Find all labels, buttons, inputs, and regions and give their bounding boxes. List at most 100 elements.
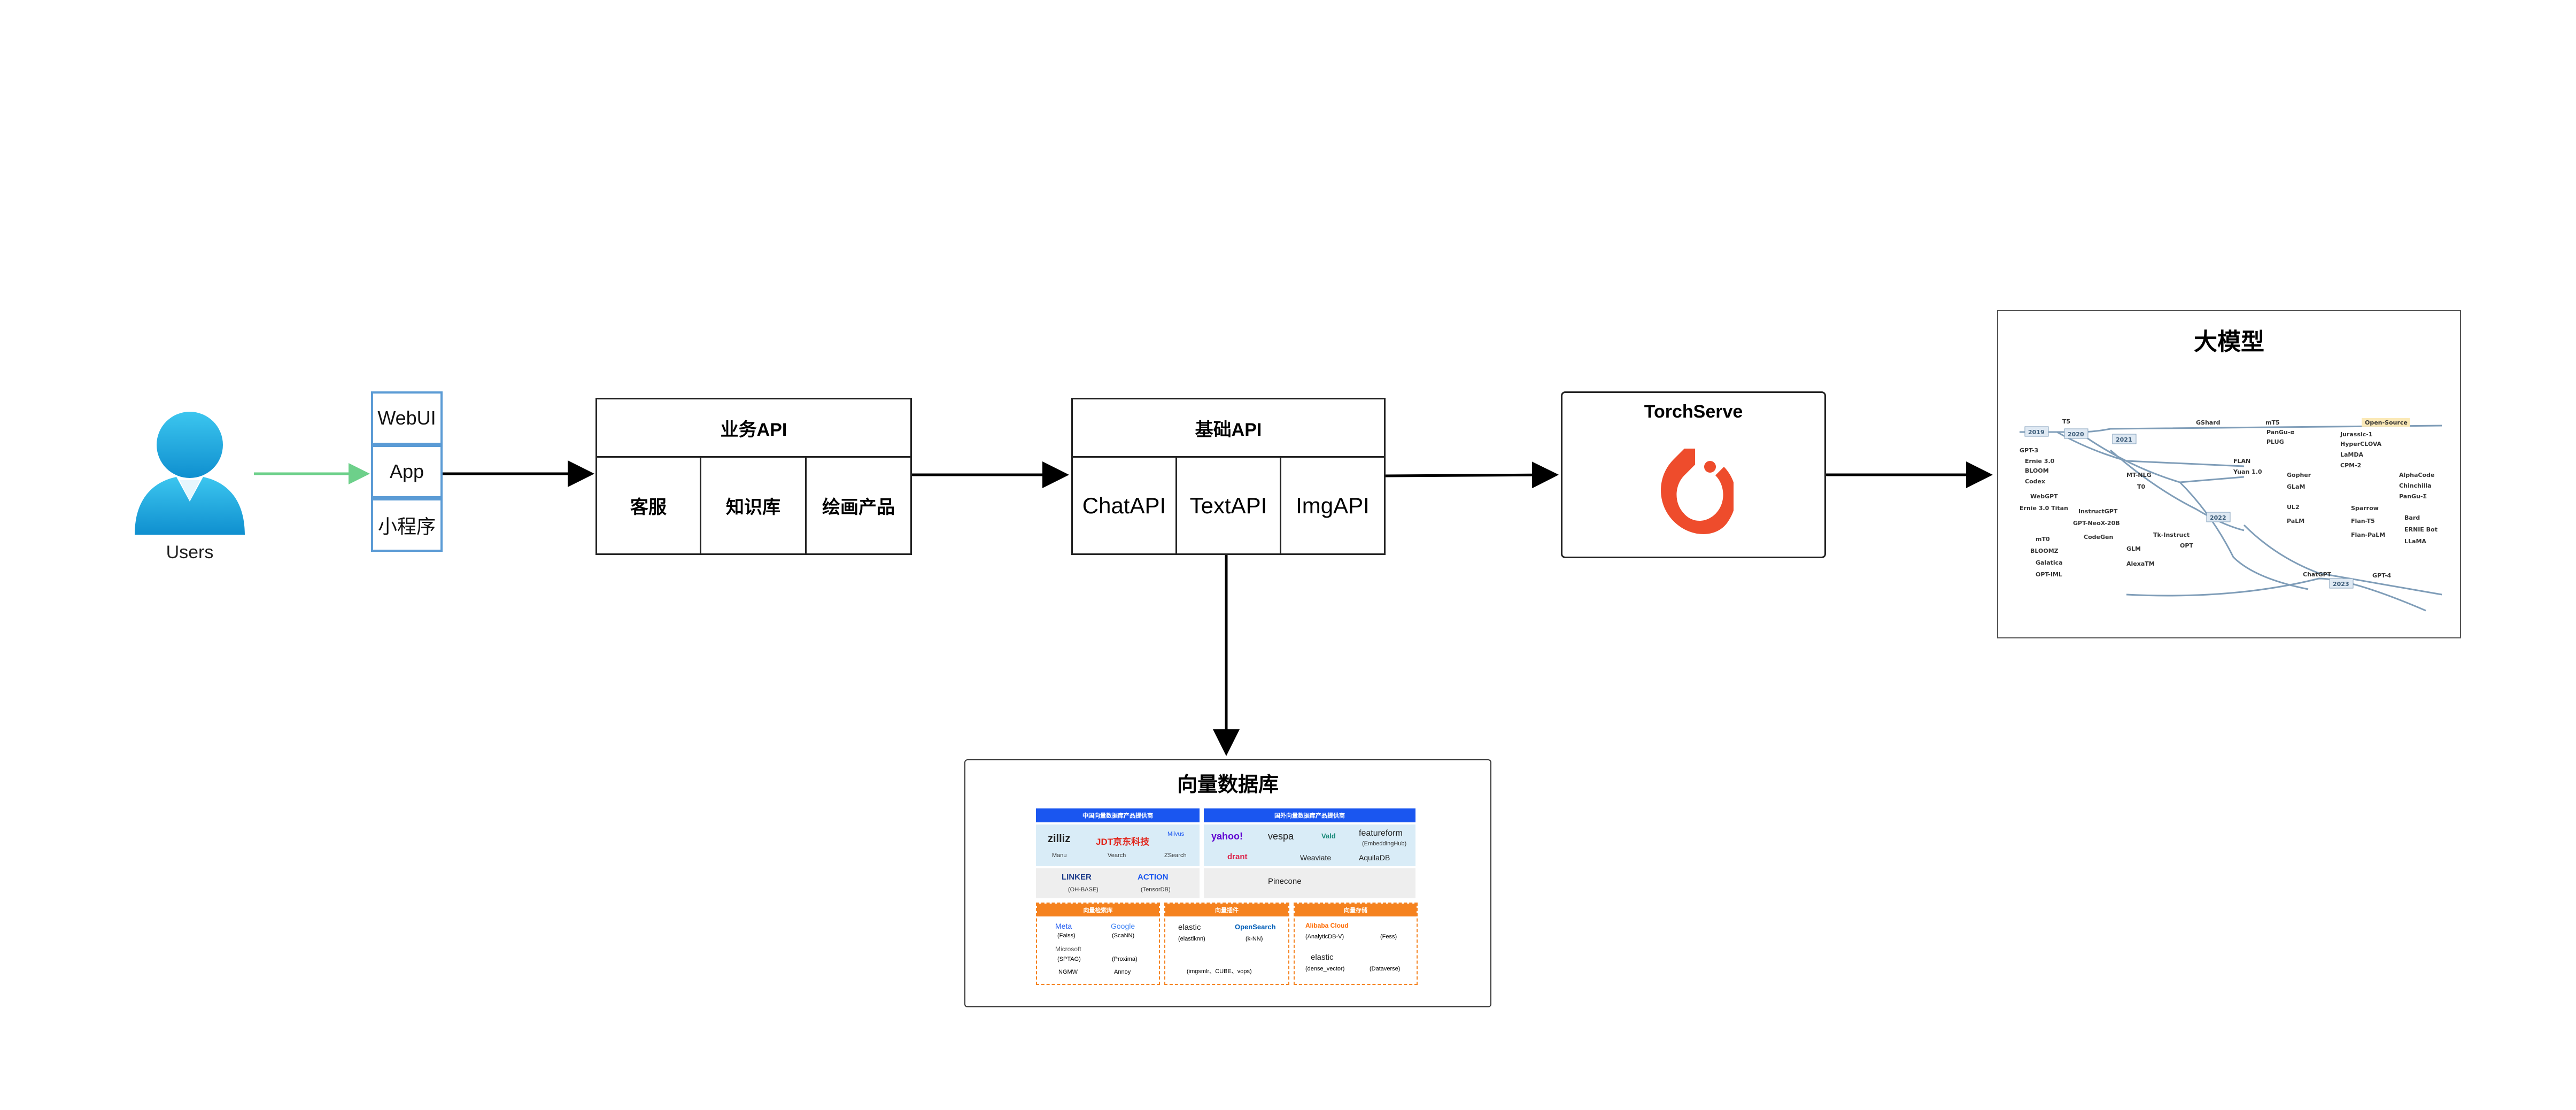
llm-model-chinchilla: Chinchilla [2399,482,2432,489]
client-app[interactable]: App [371,445,443,498]
lib-ngmw: NGMW [1058,969,1078,975]
lib-sptag: (SPTAG) [1057,956,1081,962]
llm-model-webgpt: WebGPT [2030,493,2058,500]
cn-vendors-header: 中国向量数据库产品提供商 [1036,808,1200,822]
cn-row-1: zilliz JDT京东科技 Milvus Manu Vearch ZSearc… [1036,824,1200,866]
store-dataverse: (Dataverse) [1370,966,1401,972]
llm-model-sparrow: Sparrow [2351,505,2379,512]
base-to-torchserve-arrow [1384,461,1559,489]
llm-model-mt0: mT0 [2036,536,2050,543]
llm-model-instructgpt: InstructGPT [2078,508,2118,515]
llm-year-2021: 2021 [2116,436,2132,443]
lib-meta: Meta [1055,922,1072,930]
intl-row-1: yahoo! vespa Vald featureform (Embedding… [1204,824,1415,866]
cn-vendor-manu: Manu [1052,852,1067,859]
cn-vendor-linker: LINKER [1062,873,1092,882]
llm-model-plug: PLUG [2266,438,2284,445]
bottom-col-3-header: 向量存储 [1295,904,1417,916]
llm-model-jurassic: Jurassic-1 [2340,431,2372,438]
llm-year-2022: 2022 [2210,514,2226,521]
llm-evolution-tree: 2019 2020 2021 2022 2023 T5 GShard mT5 P… [2020,418,2442,612]
pytorch-logo-icon [1661,449,1734,534]
store-elastic: elastic [1311,953,1334,962]
llm-model-tk-instruct: Tk-Instruct [2153,531,2190,538]
client-stack: WebUI App 小程序 [371,391,443,552]
base-api-title: 基础API [1071,398,1386,458]
plugin-knn: (k-NN) [1246,936,1263,942]
llm-box: 大模型 2019 2020 2021 2022 2023 T5 GShard m [1997,310,2461,638]
lib-scann: (ScaNN) [1112,932,1135,939]
intl-vendor-featureform: featureform [1359,829,1403,838]
client-webui[interactable]: WebUI [371,391,443,445]
llm-model-ul2: UL2 [2287,504,2300,511]
bottom-col-2: 向量插件 elastic (elastiknn) OpenSearch (k-N… [1164,903,1289,985]
base-api-text[interactable]: TextAPI [1175,456,1281,555]
llm-model-flan-palm: Flan-PaLM [2351,531,2385,538]
torchserve-title: TorchServe [1644,401,1743,422]
llm-model-gpt4: GPT-4 [2372,572,2392,579]
llm-model-flan-t5: Flan-T5 [2351,518,2375,525]
plugin-opensearch: OpenSearch [1235,923,1276,931]
llm-model-bloom: BLOOM [2025,467,2049,474]
intl-vendor-pinecone: Pinecone [1268,877,1302,886]
store-dense-vector: (dense_vector) [1305,966,1345,972]
plugin-elastic: elastic [1178,923,1201,932]
torchserve-box: TorchServe [1561,391,1826,558]
llm-model-flan: FLAN [2233,458,2250,465]
llm-model-yuan: Yuan 1.0 [2233,468,2262,475]
llm-model-lamda: LaMDA [2340,451,2364,458]
intl-vendor-aquiladb: AquilaDB [1359,853,1390,862]
business-api-drawing[interactable]: 绘画产品 [805,456,912,555]
llm-model-glam: GLaM [2287,483,2305,490]
intl-vendor-yahoo: yahoo! [1211,831,1243,842]
bottom-col-3: 向量存储 Alibaba Cloud (AnalyticDB-V) (Fess)… [1294,903,1418,985]
user-icon [135,412,245,535]
intl-vendor-vespa: vespa [1268,831,1294,842]
llm-model-gpt3: GPT-3 [2020,447,2038,454]
llm-model-palm: PaLM [2287,518,2304,525]
llm-title: 大模型 [2194,329,2264,355]
llm-model-pangu-sigma: PanGu-Σ [2399,493,2427,500]
cn-vendor-vearch: Vearch [1108,852,1126,859]
lib-proxima: (Proxima) [1112,956,1138,962]
cn-vendor-ohbase: (OH-BASE) [1068,887,1099,893]
cn-vendor-milvus: Milvus [1167,831,1185,837]
vector-db-landscape: 中国向量数据库产品提供商 国外向量数据库产品提供商 zilliz JDT京东科技… [1036,808,1421,990]
llm-model-llama: LLaMA [2404,538,2426,545]
llm-model-alexatm: AlexaTM [2126,560,2155,567]
llm-model-gshard: GShard [2196,419,2221,426]
business-api-knowledge-base[interactable]: 知识库 [700,456,807,555]
llm-model-t0: T0 [2137,483,2146,490]
llm-model-bloomz: BLOOMZ [2030,548,2059,554]
store-analyticdb: (AnalyticDB-V) [1305,934,1344,940]
cn-vendor-zilliz: zilliz [1048,833,1071,845]
base-api-img[interactable]: ImgAPI [1280,456,1386,555]
intl-vendors-header: 国外向量数据库产品提供商 [1204,808,1415,822]
llm-open-source-label: Open-Source [2365,419,2408,426]
base-api-chat[interactable]: ChatAPI [1071,456,1177,555]
business-api-box: 业务API 客服 知识库 绘画产品 [595,398,912,555]
intl-vendor-vald: Vald [1321,832,1336,840]
llm-model-bard: Bard [2404,514,2420,521]
business-api-customer-service[interactable]: 客服 [595,456,701,555]
cn-vendor-jdt: JDT京东科技 [1096,837,1150,847]
llm-model-gopher: Gopher [2287,472,2311,479]
llm-model-opt: OPT [2180,542,2193,549]
business-api-title: 业务API [595,398,912,458]
llm-model-glm: GLM [2126,545,2141,552]
cn-row-2: LINKER (OH-BASE) ACTION (TensorDB) [1036,868,1200,898]
vector-db-box: 向量数据库 中国向量数据库产品提供商 国外向量数据库产品提供商 zilliz J… [964,759,1491,1007]
cn-vendor-action: ACTION [1138,873,1169,882]
intl-vendor-weaviate: Weaviate [1300,853,1332,862]
lib-microsoft: Microsoft [1055,945,1081,953]
client-miniprogram[interactable]: 小程序 [371,498,443,552]
llm-model-galatica: Galatica [2036,559,2063,566]
llm-model-opt-iml: OPT-IML [2036,571,2062,578]
llm-year-2019: 2019 [2028,429,2045,436]
llm-year-2023: 2023 [2333,581,2349,588]
llm-model-alphacode: AlphaCode [2399,472,2434,479]
lib-faiss: (Faiss) [1057,932,1076,939]
llm-model-mt5: mT5 [2265,419,2280,426]
llm-model-codex: Codex [2025,478,2045,485]
llm-model-pangu-alpha: PanGu-α [2266,429,2294,436]
